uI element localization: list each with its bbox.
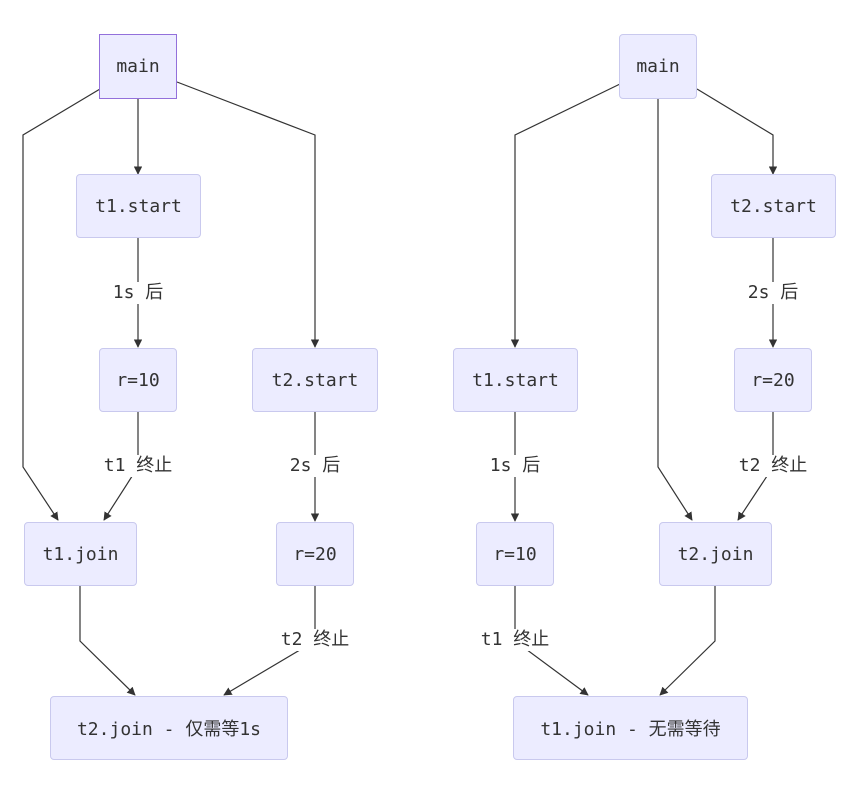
node-r20-right: r=20 [734, 348, 812, 412]
edge-main-to-t1join-left [22, 88, 101, 521]
node-r20-left-label: r=20 [293, 543, 337, 565]
node-t1-start-right: t1.start [453, 348, 578, 412]
node-t1-join-right-label: t1.join - 无需等待 [540, 719, 721, 740]
edge-main-to-t2start-right [696, 88, 778, 175]
node-t1-join-right: t1.join - 无需等待 [513, 696, 748, 760]
edge-main-to-t2join-right [657, 99, 693, 521]
node-t1-start-left-label: t1.start [95, 195, 182, 217]
node-t2-start-left-label: t2.start [271, 369, 359, 391]
node-t2-start-left: t2.start [252, 348, 378, 412]
node-r10-left: r=10 [99, 348, 177, 412]
edge-label-t1-end-right: t1 终止 [477, 629, 553, 651]
edge-main-to-t2start-left [176, 81, 320, 348]
edge-label-2s-right: 2s 后 [744, 282, 802, 304]
node-t1-start-right-label: t1.start [472, 369, 559, 391]
edge-label-t1-end-left: t1 终止 [100, 455, 176, 477]
node-t1-start-left: t1.start [76, 174, 201, 238]
node-main-left: main [99, 34, 177, 99]
node-t2-join-right-label: t2.join [677, 543, 754, 565]
node-r10-right-label: r=10 [493, 543, 537, 565]
node-t2-join-right: t2.join [659, 522, 772, 586]
edge-label-t2-end-left: t2 终止 [277, 629, 353, 651]
node-r20-right-label: r=20 [751, 369, 795, 391]
edge-t1join-to-t2join-left [79, 586, 136, 696]
edge-label-t2-end-right: t2 终止 [735, 455, 811, 477]
edge-label-2s-left: 2s 后 [286, 455, 344, 477]
node-main-left-label: main [116, 56, 160, 77]
edge-main-to-t1start-right [510, 83, 621, 348]
node-t2-start-right: t2.start [711, 174, 836, 238]
edge-label-1s-left: 1s 后 [109, 282, 167, 304]
edge-label-1s-right: 1s 后 [486, 455, 544, 477]
node-t2-join-left-label: t2.join - 仅需等1s [76, 719, 262, 740]
node-t2-start-right-label: t2.start [730, 195, 817, 217]
node-r20-left: r=20 [276, 522, 354, 586]
node-main-right-label: main [636, 56, 680, 77]
node-t2-join-left: t2.join - 仅需等1s [50, 696, 288, 760]
node-t1-join-left: t1.join [24, 522, 137, 586]
edge-t2join-to-t1join-right [659, 586, 716, 696]
node-main-right: main [619, 34, 697, 99]
node-r10-left-label: r=10 [116, 369, 160, 391]
node-t1-join-left-label: t1.join [42, 543, 119, 565]
node-r10-right: r=10 [476, 522, 554, 586]
